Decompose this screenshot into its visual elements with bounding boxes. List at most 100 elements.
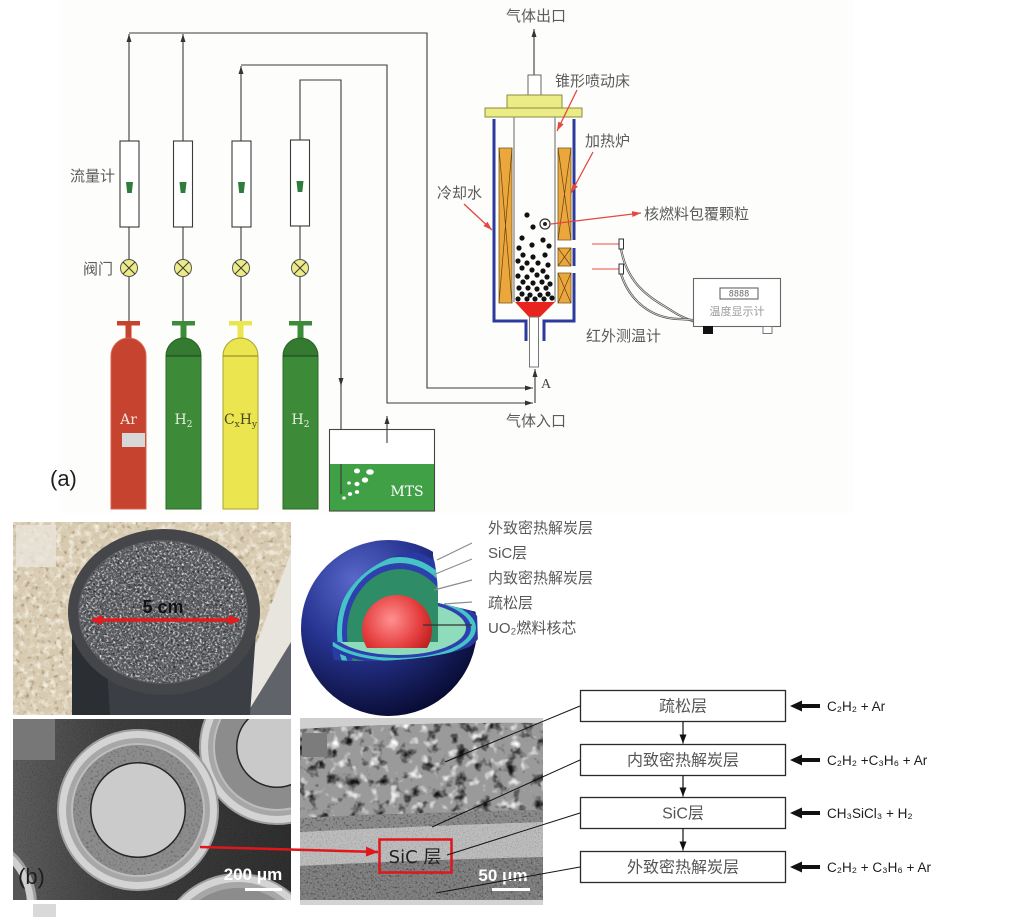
bubble (361, 477, 369, 483)
ir-sensor-head (618, 263, 624, 275)
cylinder-gas-label: H2 (292, 412, 310, 430)
cylinder-body (222, 337, 259, 510)
flowmeter-float-icon (238, 182, 245, 193)
process-step-precursor: CH₃SiCl₃ + H₂ (827, 806, 913, 821)
process-step-box (579, 689, 787, 723)
bed-particle (544, 274, 550, 280)
bed-particle (546, 243, 552, 249)
outlet-chimney (527, 74, 542, 96)
gas-outlet-label: 气体出口 (506, 7, 566, 25)
process-step: 外致密热解炭层 C₂H₂ + C₃H₆ + Ar (579, 850, 931, 884)
inlet-nozzle (529, 316, 539, 368)
bed-particle (520, 279, 526, 285)
neighbor-particle (199, 719, 291, 825)
bubble (354, 468, 360, 474)
formula-subscript: y (251, 420, 258, 430)
cylinder-body (282, 337, 319, 510)
bed-particle (520, 252, 526, 258)
pyrometer-label: 红外测温计 (586, 327, 661, 345)
reactor-flange (484, 107, 583, 118)
layer-label-outer-pyc: 外致密热解炭层 (488, 519, 593, 537)
coating-process-flowchart: 疏松层 C₂H₂ + Ar 内致密热解炭层 C₂H₂ +C₃H₆ + Ar Si… (579, 689, 931, 884)
neighbor-particle (177, 873, 291, 900)
bed-particle (530, 224, 536, 230)
spouting-cone (515, 302, 555, 317)
heater-coil (557, 247, 572, 267)
gas-cylinder-3: CxHy (222, 321, 259, 510)
pointer-coated-particle (550, 211, 642, 225)
bed-particle (524, 274, 530, 280)
outer-edge-band (300, 718, 543, 729)
gas-cylinders: Ar H2 CxHy H2 (110, 321, 319, 510)
process-step-precursor: C₂H₂ +C₃H₆ + Ar (827, 753, 928, 768)
bed-particle (524, 296, 530, 302)
bed-particle (532, 296, 538, 302)
display-foot (762, 326, 773, 334)
micrograph-2-bottom-edge (300, 900, 543, 905)
bed-particle (534, 272, 540, 278)
uo2-kernel (362, 595, 432, 648)
layer-leader-line (443, 601, 473, 605)
process-step-layer: SiC层 (662, 806, 704, 823)
triso-particle-cutaway (301, 530, 486, 716)
formula-symbol: Ar (119, 412, 137, 428)
pointer-cooling-water (463, 203, 493, 231)
bed-particle (515, 273, 521, 279)
bubble (354, 490, 360, 494)
gas-inlet-label: 气体入口 (506, 412, 566, 430)
bed-particle (547, 281, 553, 287)
valve-icon (291, 259, 309, 277)
neighbor-particle (13, 851, 37, 900)
inlet-point-label: A (541, 377, 552, 392)
formula-subscript: x (235, 420, 240, 430)
pointer-furnace (570, 151, 594, 194)
fuel-compact-photo: 5 cm (13, 522, 291, 715)
precursor-feed-arrow-icon (790, 861, 820, 873)
process-step-box (579, 850, 787, 884)
display-label: 温度显示计 (710, 304, 765, 318)
layer-leader-line (432, 558, 473, 576)
layer-label-sic: SiC层 (488, 545, 527, 562)
bed-particle (545, 291, 551, 297)
valves (120, 259, 309, 277)
cylinder-stem (297, 325, 304, 339)
cylinder-gas-label: H2 (175, 412, 193, 430)
particle-kernel (543, 222, 547, 226)
process-step-precursor: C₂H₂ + C₃H₆ + Ar (827, 860, 931, 875)
cylinder-cap (117, 321, 140, 326)
bed-particle (542, 252, 548, 258)
heater-coil (498, 147, 513, 304)
mts-label: MTS (390, 484, 423, 500)
furnace-label: 加热炉 (585, 132, 630, 150)
flowmeter-float-icon (296, 181, 304, 192)
bed-particle (540, 237, 546, 243)
spouted-bed-label: 锥形喷动床 (555, 72, 630, 90)
bed-particle (529, 242, 535, 248)
scale-label-50: 50 μm (478, 866, 527, 885)
panel-b-tag: (b) (18, 864, 45, 889)
gas-cylinder-1: Ar (110, 321, 147, 510)
pipe-carrier-to-inlet (129, 32, 533, 391)
process-step-box (579, 796, 787, 830)
sic-callout-box (378, 838, 453, 874)
flowmeter (231, 140, 252, 228)
fuel-kernel (362, 595, 432, 648)
gas-cylinder-4: H2 (282, 321, 319, 510)
coated-particle-icon (539, 218, 551, 230)
spouted-bed-reactor (484, 74, 583, 368)
step-leader-line (435, 866, 581, 894)
bed-particle (545, 262, 551, 268)
layer-label-buffer: 疏松层 (488, 594, 533, 612)
granule-texture (79, 541, 247, 683)
pointer-spouted-bed (556, 89, 578, 132)
display-connector (703, 326, 713, 334)
formula-symbol: H (292, 412, 304, 428)
cylinder-tag (122, 433, 145, 447)
cutaway-notch (433, 530, 486, 612)
cooling-jacket-left (492, 119, 528, 341)
gas-bubbles (342, 468, 374, 500)
bed-particle (519, 291, 525, 297)
kernel (237, 719, 291, 787)
process-step-precursor: C₂H₂ + Ar (827, 699, 886, 714)
gas-cylinder-2: H2 (165, 321, 202, 510)
